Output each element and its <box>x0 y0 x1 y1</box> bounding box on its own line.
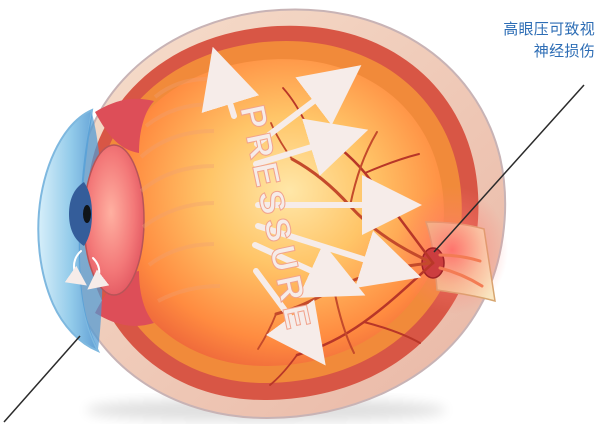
pupil <box>83 205 91 223</box>
optic-nerve-glow <box>396 186 508 314</box>
annotation-line-2: 神经损伤 <box>420 40 595 62</box>
optic-nerve-annotation: 高眼压可致视 神经损伤 <box>420 18 595 62</box>
annotation-line-1: 高眼压可致视 <box>420 18 595 40</box>
eye-lens <box>84 145 144 295</box>
annotation-leader-line-left <box>4 336 80 422</box>
